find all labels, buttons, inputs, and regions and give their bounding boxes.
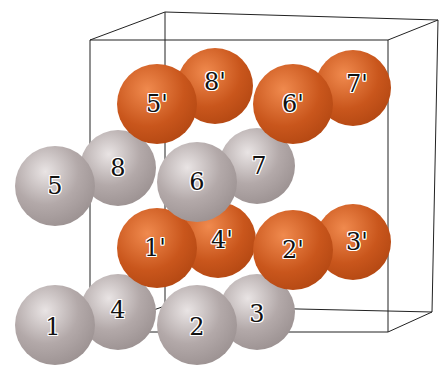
atom-number: 8' (204, 70, 226, 94)
atom-number: 6' (282, 92, 304, 116)
grey-atom: 1 (15, 285, 95, 365)
atom-number: 1 (45, 315, 60, 339)
atom-number: 2 (189, 315, 204, 339)
orange-atom: 6' (253, 64, 333, 144)
atom-number: 7 (251, 154, 266, 178)
atom-number: 2' (282, 238, 304, 262)
atom-number: 3 (249, 302, 264, 326)
atom-number: 4' (211, 228, 233, 252)
atom-number: 6 (189, 170, 204, 194)
atom-number: 3' (346, 230, 368, 254)
orange-atom: 2' (253, 210, 333, 290)
grey-atom: 2 (157, 285, 237, 365)
atom-number: 1' (144, 236, 166, 260)
atom-number: 5' (146, 92, 168, 116)
orange-atom: 5' (117, 64, 197, 144)
atom-number: 4 (110, 298, 125, 322)
atom-number: 8 (110, 156, 125, 180)
atom-number: 5 (47, 174, 62, 198)
grey-atom: 6 (157, 142, 237, 222)
atom-number: 7' (346, 72, 368, 96)
grey-atom: 5 (15, 146, 95, 226)
